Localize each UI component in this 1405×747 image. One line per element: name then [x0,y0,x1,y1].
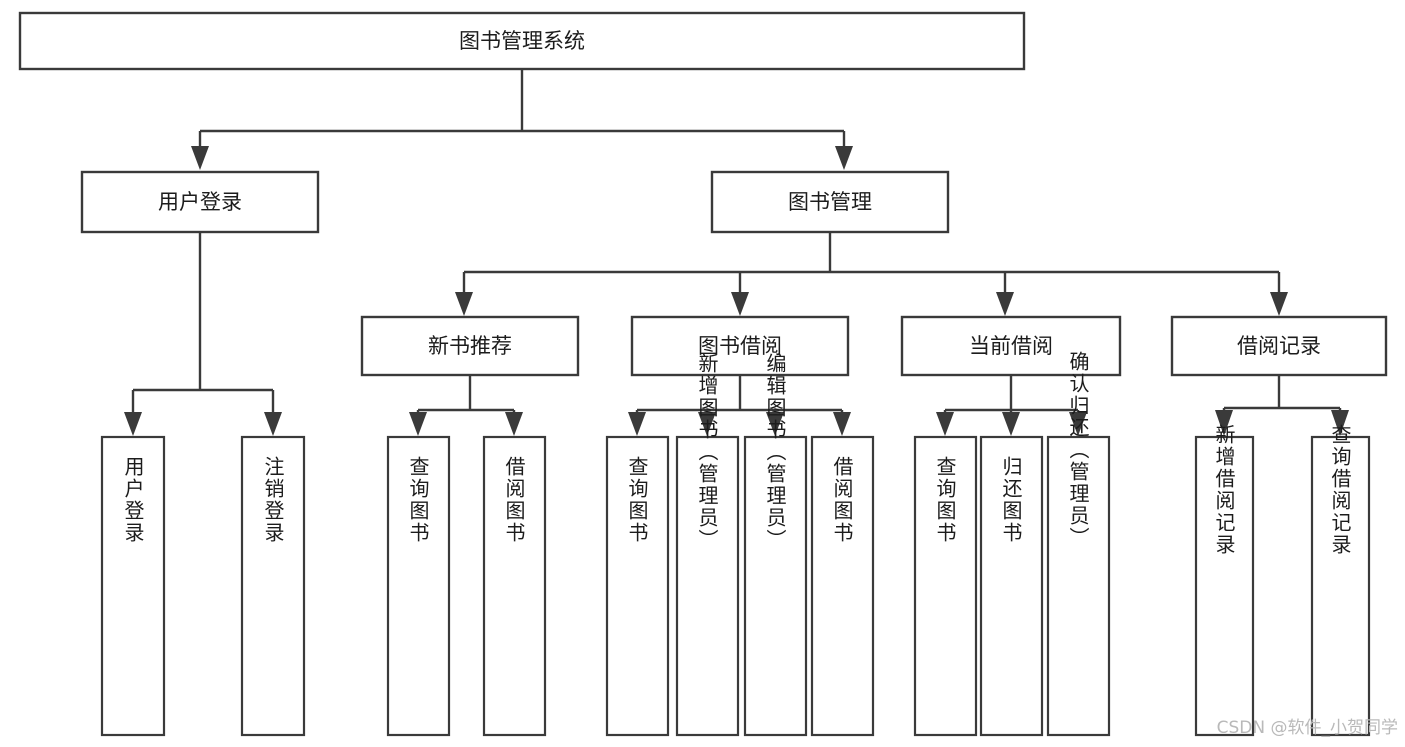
node-user-login[interactable]: 用户登录 [80,170,320,234]
arrow-books-to-current [996,292,1014,316]
leaf-borrow-add-book-admin-box[interactable] [675,435,740,737]
node-root-system-box[interactable] [18,11,1026,71]
leaf-borrow-query-book[interactable]: 查询图书 [605,435,670,737]
connector-layer [124,69,1349,436]
node-user-login-box[interactable] [80,170,320,234]
leaf-newbook-borrow-book-box[interactable] [482,435,547,737]
arrow-records-query [1331,410,1349,436]
leaf-user-logout[interactable]: 注销登录 [240,435,306,737]
leaf-borrow-add-book-admin[interactable]: 新增图书（管理员） [675,353,740,737]
leaf-records-add-record[interactable]: 新增借阅记录 [1194,424,1255,737]
node-root-system[interactable]: 图书管理系统 [18,11,1026,71]
leaf-newbook-borrow-book-label: 借阅图书 [502,456,526,544]
node-book-management-box[interactable] [710,170,950,234]
leaf-newbook-borrow-book[interactable]: 借阅图书 [482,435,547,737]
leaf-records-add-record-box[interactable] [1194,435,1255,737]
leaf-current-confirm-return-admin-label: 确认归还（管理员） [1066,351,1090,549]
leaf-records-query-record[interactable]: 查询借阅记录 [1310,424,1371,737]
leaf-borrow-add-book-admin-label: 新增图书（管理员） [695,353,719,551]
node-new-book-recommend-label: 新书推荐 [428,334,512,358]
csdn-watermark: CSDN @软件_小贺同学 [1217,718,1398,738]
node-borrow-records[interactable]: 借阅记录 [1170,315,1388,377]
leaf-current-confirm-return-admin[interactable]: 确认归还（管理员） [1046,351,1111,737]
arrow-current-return [1002,412,1020,436]
arrow-borrow-query [628,412,646,436]
arrow-root-to-books [835,146,853,170]
node-book-borrow[interactable]: 图书借阅 [630,315,850,377]
arrow-borrow-add [698,412,716,436]
leaf-newbook-query-book-box[interactable] [386,435,451,737]
arrow-root-to-user [191,146,209,170]
leaf-current-confirm-return-admin-box[interactable] [1046,435,1111,737]
leaf-borrow-lend-book-box[interactable] [810,435,875,737]
node-root-system-label: 图书管理系统 [459,29,585,53]
leaf-newbook-query-book-label: 查询图书 [406,456,430,544]
node-current-borrow[interactable]: 当前借阅 [900,315,1122,377]
leaf-records-query-record-label: 查询借阅记录 [1328,424,1352,556]
leaf-user-login[interactable]: 用户登录 [100,435,166,737]
arrow-books-to-newbook [455,292,473,316]
leaf-current-return-book-box[interactable] [979,435,1044,737]
arrow-borrow-edit [766,412,784,436]
arrow-newbook-query [409,412,427,436]
arrow-books-to-records [1270,292,1288,316]
node-book-management-label: 图书管理 [788,190,872,214]
leaf-current-return-book-label: 归还图书 [999,456,1023,544]
leaf-user-login-label: 用户登录 [121,456,145,544]
arrow-current-query [936,412,954,436]
node-new-book-recommend[interactable]: 新书推荐 [360,315,580,377]
leaf-user-logout-box[interactable] [240,435,306,737]
arrow-records-add [1215,410,1233,436]
leaf-user-logout-label: 注销登录 [261,456,285,544]
leaf-current-query-book-label: 查询图书 [933,456,957,544]
leaf-newbook-query-book[interactable]: 查询图书 [386,435,451,737]
leaf-borrow-query-book-label: 查询图书 [625,456,649,544]
leaf-current-return-book[interactable]: 归还图书 [979,435,1044,737]
leaf-current-query-book-box[interactable] [913,435,978,737]
leaf-borrow-lend-book[interactable]: 借阅图书 [810,435,875,737]
arrow-books-to-borrow [731,292,749,316]
leaf-borrow-edit-book-admin[interactable]: 编辑图书（管理员） [743,353,808,737]
node-new-book-recommend-box[interactable] [360,315,580,377]
node-book-borrow-box[interactable] [630,315,850,377]
leaf-current-query-book[interactable]: 查询图书 [913,435,978,737]
leaf-borrow-lend-book-label: 借阅图书 [830,456,854,544]
leaf-records-query-record-box[interactable] [1310,435,1371,737]
node-user-login-label: 用户登录 [158,190,242,214]
leaf-borrow-edit-book-admin-label: 编辑图书（管理员） [763,353,787,551]
node-borrow-records-box[interactable] [1170,315,1388,377]
arrow-current-confirm [1069,412,1087,436]
node-book-borrow-label: 图书借阅 [698,334,782,358]
node-current-borrow-label: 当前借阅 [969,334,1053,358]
leaf-borrow-edit-book-admin-box[interactable] [743,435,808,737]
arrow-user-logout [264,412,282,436]
node-current-borrow-box[interactable] [900,315,1122,377]
node-borrow-records-label: 借阅记录 [1237,334,1321,358]
leaf-borrow-query-book-box[interactable] [605,435,670,737]
arrow-user-login [124,412,142,436]
node-book-management[interactable]: 图书管理 [710,170,950,234]
arrow-borrow-lend [833,412,851,436]
leaf-user-login-box[interactable] [100,435,166,737]
arrow-newbook-borrow [505,412,523,436]
leaf-records-add-record-label: 新增借阅记录 [1212,424,1236,556]
